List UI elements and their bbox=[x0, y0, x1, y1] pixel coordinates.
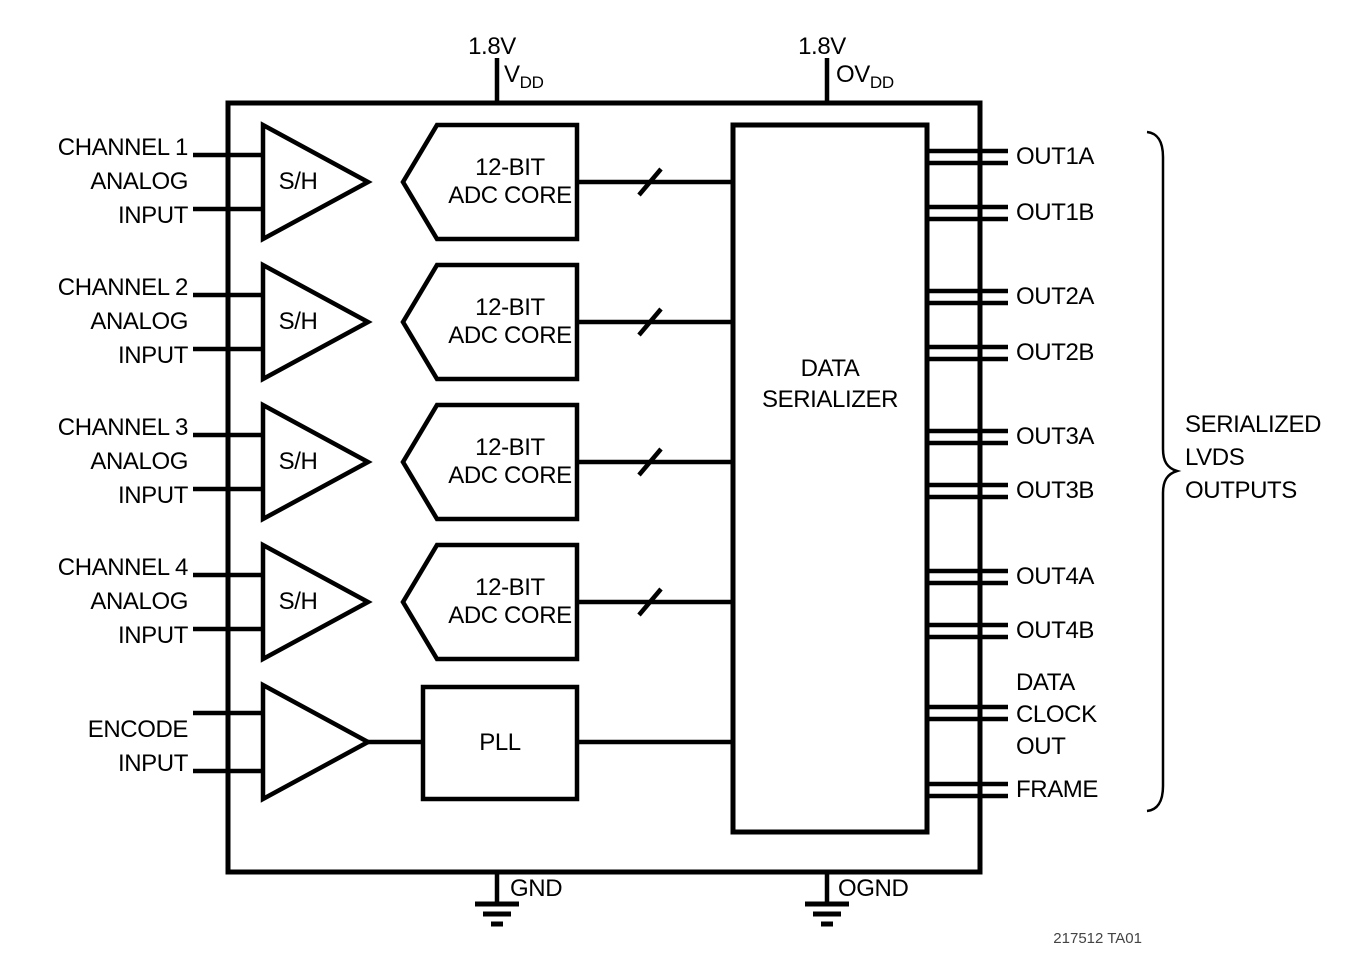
channel-2-sh-label: S/H bbox=[278, 308, 318, 335]
gnd-symbol bbox=[475, 872, 519, 927]
channel-2-label: CHANNEL 2 ANALOG INPUT bbox=[30, 271, 189, 373]
ovdd-voltage-label: 1.8V bbox=[798, 33, 846, 60]
channel-4-label-line1: CHANNEL 4 bbox=[57, 554, 189, 581]
channel-3-adc-line1: 12-BIT bbox=[475, 434, 545, 461]
channel-4-sh-label: S/H bbox=[278, 588, 318, 615]
data-clock-out-line1: DATA bbox=[1016, 669, 1075, 696]
channel-4-adc-line2: ADC CORE bbox=[448, 602, 572, 629]
figure-note: 217512 TA01 bbox=[1053, 930, 1142, 947]
lvds-group-label-line2: LVDS bbox=[1185, 444, 1245, 471]
channel-3-label: CHANNEL 3 ANALOG INPUT bbox=[30, 411, 189, 513]
out4a-label: OUT4A bbox=[1016, 563, 1095, 590]
channel-2-label-line1: CHANNEL 2 bbox=[57, 274, 189, 301]
channel-2-adc-line2: ADC CORE bbox=[448, 322, 572, 349]
channel-2-label-line2: ANALOG bbox=[90, 308, 188, 335]
vdd-subscript: DD bbox=[519, 73, 544, 92]
channel-1-adc-line1: 12-BIT bbox=[475, 154, 545, 181]
channel-4-label-line2: ANALOG bbox=[90, 588, 188, 615]
ovdd-pin-label: OVDD bbox=[836, 62, 894, 96]
data-clock-out-line3: OUT bbox=[1016, 733, 1066, 760]
channel-4-adc-line1: 12-BIT bbox=[475, 574, 545, 601]
channel-3-label-line2: ANALOG bbox=[90, 448, 188, 475]
out3a-label: OUT3A bbox=[1016, 423, 1095, 450]
ognd-symbol bbox=[805, 872, 849, 927]
channel-1-sh-triangle bbox=[260, 121, 373, 243]
data-serializer-label: DATA SERIALIZER bbox=[762, 353, 898, 415]
vdd-pin-label: VDD bbox=[504, 62, 544, 96]
out1b-label: OUT1B bbox=[1016, 199, 1095, 226]
channel-1-label-line1: CHANNEL 1 bbox=[57, 134, 189, 161]
channel-1-label-line3: INPUT bbox=[117, 202, 188, 229]
channel-1-label-line2: ANALOG bbox=[90, 168, 188, 195]
channel-3-label-line3: INPUT bbox=[117, 482, 188, 509]
encode-input-label: ENCODE INPUT bbox=[30, 713, 189, 781]
data-serializer-label-line2: SERIALIZER bbox=[761, 386, 899, 413]
channel-4-label: CHANNEL 4 ANALOG INPUT bbox=[30, 551, 189, 653]
data-clock-out-line2: CLOCK bbox=[1016, 701, 1097, 728]
outputs-grouping-brace bbox=[1146, 130, 1182, 813]
out1a-label: OUT1A bbox=[1016, 143, 1095, 170]
out2b-label: OUT2B bbox=[1016, 339, 1095, 366]
pll-label: PLL bbox=[479, 729, 521, 756]
channel-3-sh-triangle bbox=[260, 401, 373, 523]
channel-3-sh-label: S/H bbox=[278, 448, 318, 475]
channel-1-sh-label: S/H bbox=[278, 168, 318, 195]
lvds-group-label-line3: OUTPUTS bbox=[1185, 477, 1297, 504]
ovdd-symbol: OV bbox=[836, 61, 870, 88]
channel-4-signal-path bbox=[193, 541, 733, 663]
channel-1-adc-line2: ADC CORE bbox=[448, 182, 572, 209]
data-serializer-box bbox=[730, 122, 930, 835]
channel-1-bus-slash bbox=[637, 167, 663, 197]
channel-3-label-line1: CHANNEL 3 bbox=[57, 414, 189, 441]
out4b-label: OUT4B bbox=[1016, 617, 1095, 644]
channel-2-bus-slash bbox=[637, 307, 663, 337]
out3b-label: OUT3B bbox=[1016, 477, 1095, 504]
ovdd-subscript: DD bbox=[869, 73, 894, 92]
data-clock-out-label: DATA CLOCK OUT bbox=[1016, 667, 1097, 763]
channel-2-adc-line1: 12-BIT bbox=[475, 294, 545, 321]
encode-input-label-line1: ENCODE bbox=[87, 716, 189, 743]
frame-label: FRAME bbox=[1016, 776, 1099, 803]
encode-buffer-triangle bbox=[260, 681, 373, 803]
lvds-outputs-group-label: SERIALIZED LVDS OUTPUTS bbox=[1185, 408, 1321, 507]
channel-2-sh-triangle bbox=[260, 261, 373, 383]
channel-3-adc-line2: ADC CORE bbox=[448, 462, 572, 489]
channel-2-adc-label: 12-BIT ADC CORE bbox=[448, 294, 572, 350]
channel-1-adc-label: 12-BIT ADC CORE bbox=[448, 154, 572, 210]
channel-3-signal-path bbox=[193, 401, 733, 523]
gnd-label: GND bbox=[510, 875, 563, 902]
out2a-label: OUT2A bbox=[1016, 283, 1095, 310]
channel-4-adc-label: 12-BIT ADC CORE bbox=[448, 574, 572, 630]
channel-3-adc-label: 12-BIT ADC CORE bbox=[448, 434, 572, 490]
encode-input-label-line2: INPUT bbox=[117, 750, 188, 777]
channel-4-bus-slash bbox=[637, 587, 663, 617]
channel-2-signal-path bbox=[193, 261, 733, 383]
data-serializer-label-line1: DATA bbox=[800, 355, 860, 382]
vdd-symbol: V bbox=[504, 61, 520, 88]
channel-1-label: CHANNEL 1 ANALOG INPUT bbox=[30, 131, 189, 233]
channel-4-label-line3: INPUT bbox=[117, 622, 188, 649]
lvds-group-label-line1: SERIALIZED bbox=[1185, 411, 1322, 438]
channel-1-signal-path bbox=[193, 121, 733, 243]
lvds-output-lines bbox=[927, 148, 1008, 799]
pll-box bbox=[420, 684, 580, 802]
vdd-voltage-label: 1.8V bbox=[468, 33, 516, 60]
channel-4-sh-triangle bbox=[260, 541, 373, 663]
encode-pll-path bbox=[193, 681, 733, 803]
channel-3-bus-slash bbox=[637, 447, 663, 477]
ognd-label: OGND bbox=[838, 875, 909, 902]
channel-2-label-line3: INPUT bbox=[117, 342, 188, 369]
